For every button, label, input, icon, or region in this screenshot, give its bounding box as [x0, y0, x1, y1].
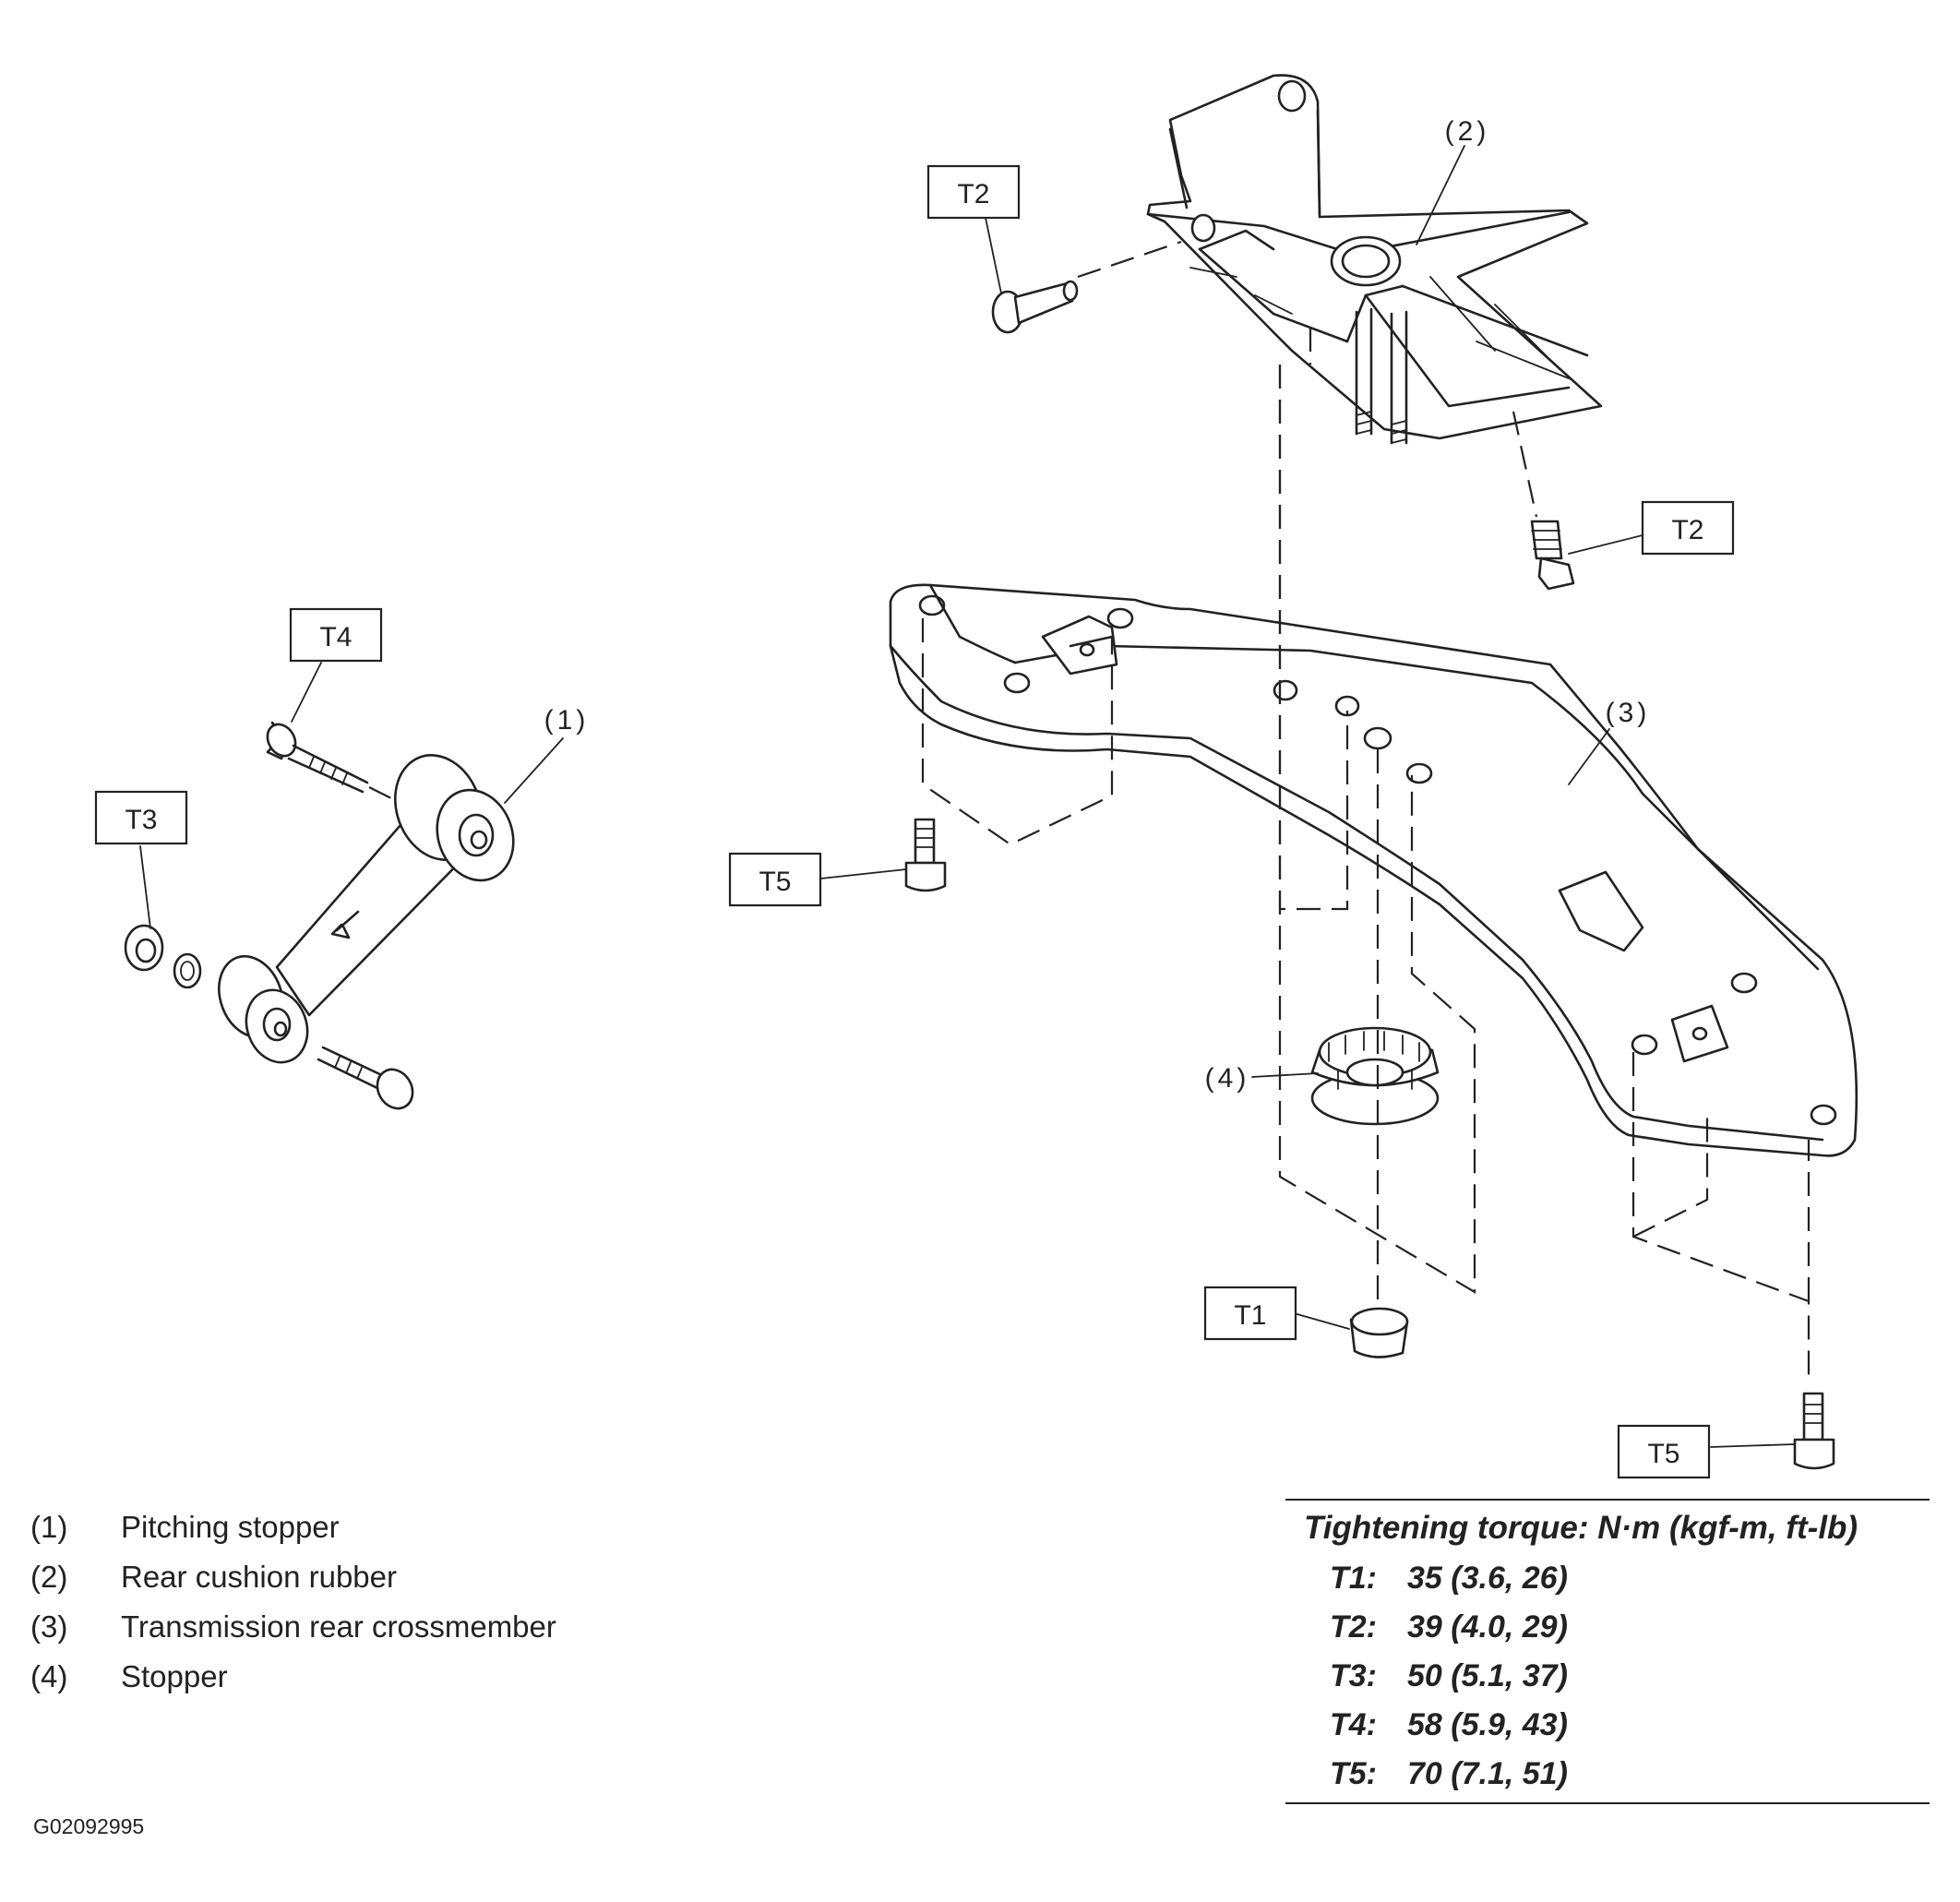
svg-text:T3: T3	[125, 805, 157, 835]
t5-right-bolt	[1793, 1392, 1835, 1470]
torque-tag-t1: T1	[1203, 1286, 1297, 1341]
torque-tag-t5-right: T5	[1617, 1424, 1711, 1479]
svg-text:T5: T5	[1647, 1439, 1679, 1469]
legend-label: Transmission rear crossmember	[121, 1609, 556, 1644]
torque-key: T3:	[1330, 1658, 1377, 1693]
svg-text:T5: T5	[759, 867, 791, 897]
legend-label: Pitching stopper	[121, 1510, 340, 1544]
callout-2: (2)	[1445, 116, 1490, 147]
torque-tag-t3: T3	[94, 790, 188, 845]
legend-label: Stopper	[121, 1659, 228, 1693]
legend-row: (3) Transmission rear crossmember	[30, 1602, 556, 1652]
torque-value: 50 (5.1, 37)	[1407, 1658, 1568, 1693]
torque-table-title: Tightening torque: N·m (kgf-m, ft-lb)	[1304, 1510, 1858, 1546]
t3-nut	[124, 924, 164, 972]
lower-bolt	[317, 1046, 414, 1110]
callout-4: (4)	[1205, 1063, 1250, 1094]
torque-row: T3: 50 (5.1, 37)	[1285, 1652, 1930, 1701]
parts-legend: (1) Pitching stopper (2) Rear cushion ru…	[30, 1502, 556, 1702]
torque-tag-t2-right: T2	[1641, 500, 1735, 556]
legend-row: (2) Rear cushion rubber	[30, 1552, 556, 1602]
t4-bolt	[266, 721, 398, 802]
legend-number: (4)	[30, 1659, 68, 1693]
legend-label: Rear cushion rubber	[121, 1560, 397, 1594]
svg-text:T2: T2	[957, 179, 989, 209]
legend-number: (1)	[30, 1510, 68, 1544]
rear-cushion-rubber	[1146, 74, 1603, 445]
pitching-stopper	[218, 754, 515, 1064]
torque-row: T5: 70 (7.1, 51)	[1285, 1750, 1930, 1799]
torque-row: T1: 35 (3.6, 26)	[1285, 1554, 1930, 1603]
callout-1: (1)	[544, 705, 590, 736]
torque-key: T5:	[1330, 1756, 1377, 1791]
torque-table: Tightening torque: N·m (kgf-m, ft-lb) T1…	[1285, 1499, 1930, 1804]
washer	[173, 952, 202, 989]
leader-lines	[139, 145, 1796, 1448]
torque-value: 35 (3.6, 26)	[1407, 1561, 1568, 1596]
torque-tag-t4: T4	[289, 607, 383, 663]
t1-nut	[1349, 1307, 1409, 1358]
torque-table-bottom-rule	[1285, 1802, 1930, 1804]
t2-right-bolt	[1512, 411, 1575, 591]
legend-number: (3)	[30, 1609, 68, 1644]
torque-value: 70 (7.1, 51)	[1407, 1756, 1568, 1791]
torque-row: T2: 39 (4.0, 29)	[1285, 1603, 1930, 1652]
alignment-lines	[921, 328, 1811, 1384]
stopper	[1310, 1026, 1440, 1126]
torque-tag-t5-left: T5	[728, 852, 822, 907]
torque-key: T1:	[1330, 1561, 1377, 1596]
legend-row: (1) Pitching stopper	[30, 1502, 556, 1552]
torque-key: T2:	[1330, 1609, 1377, 1645]
svg-text:T4: T4	[319, 622, 352, 652]
transmission-rear-crossmember	[889, 583, 1858, 1157]
legend-number: (2)	[30, 1560, 68, 1594]
t2-left-bolt	[991, 240, 1182, 334]
torque-value: 58 (5.9, 43)	[1407, 1707, 1568, 1742]
t5-left-bolt	[904, 818, 947, 892]
callout-3: (3)	[1606, 698, 1651, 728]
torque-row: T4: 58 (5.9, 43)	[1285, 1701, 1930, 1750]
legend-row: (4) Stopper	[30, 1652, 556, 1702]
torque-tag-t2-top: T2	[926, 164, 1021, 220]
figure-code: G02092995	[33, 1814, 145, 1838]
torque-value: 39 (4.0, 29)	[1407, 1609, 1568, 1645]
svg-text:T2: T2	[1671, 515, 1703, 545]
svg-text:T1: T1	[1234, 1300, 1266, 1331]
torque-key: T4:	[1330, 1707, 1377, 1742]
